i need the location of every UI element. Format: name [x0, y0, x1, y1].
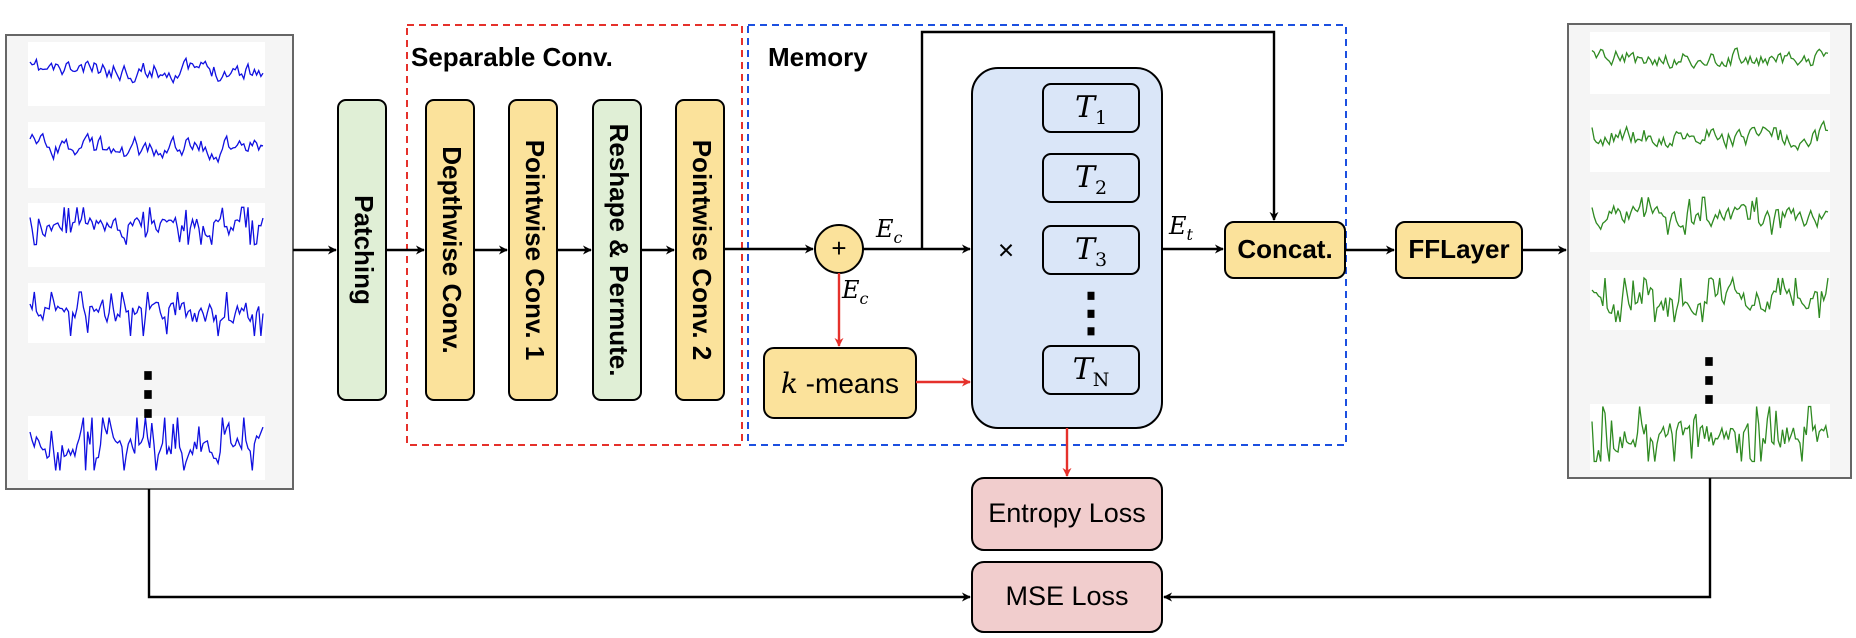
token-ellipsis: ⋮ [1065, 284, 1117, 342]
output-series-bg-3 [1590, 190, 1830, 252]
output-series-line-2 [1591, 119, 1829, 152]
output-series-line-3 [1591, 196, 1829, 235]
ec-label-top: Ec [875, 215, 903, 247]
output-ellipsis: ⋮ [1681, 347, 1737, 410]
depthwise-conv-label: Depthwise Conv. [437, 146, 467, 354]
input-series-bg-1 [28, 42, 265, 106]
token-label-3: T3 [1075, 232, 1107, 271]
red-flow-arrows [834, 273, 1072, 477]
memory-token-1: T1 [1042, 83, 1140, 133]
memory-token-2: T2 [1042, 153, 1140, 203]
input-series-group [28, 42, 265, 480]
memory-token-n: TN [1042, 345, 1140, 395]
input-series-line-2 [29, 132, 264, 164]
output-series-group [1590, 32, 1830, 470]
mse-loss-label: MSE Loss [1005, 581, 1128, 611]
arrow-output-to-mse [1163, 478, 1712, 602]
token-label-n: TN [1073, 352, 1110, 391]
input-series-line-1 [29, 56, 264, 85]
input-series-line-4 [29, 291, 264, 337]
separable-conv-title: Separable Conv. [411, 42, 613, 72]
input-series-line-3 [29, 206, 264, 246]
token-box-1 [1042, 83, 1140, 133]
kmeans-label: k -means [781, 367, 899, 400]
output-series-bg-2 [1590, 110, 1830, 172]
input-series-bg-2 [28, 122, 265, 188]
output-series-line-1 [1591, 47, 1829, 70]
input-series-bg-4 [28, 283, 265, 343]
separable-conv-container [406, 24, 743, 446]
et-label: Et [1168, 212, 1194, 244]
ec-label-bottom: Ec [841, 276, 869, 308]
output-series-line-4 [1591, 275, 1829, 323]
output-series-line-5 [1591, 405, 1829, 463]
output-series-bg-1 [1590, 32, 1830, 94]
token-box-2 [1042, 153, 1140, 203]
concat-label: Concat. [1237, 234, 1332, 264]
pointwise-conv-1-label: Pointwise Conv. 1 [520, 140, 550, 361]
kmeans-k-symbol: k [781, 367, 798, 400]
add-symbol: + [831, 233, 846, 263]
arrow-input-to-mse [147, 489, 971, 602]
data-flow-arrows [147, 30, 1712, 602]
entropy-loss-block [971, 477, 1163, 551]
input-ellipsis: ⋮ [120, 361, 176, 424]
patching-label: Patching [349, 195, 379, 305]
arrow-skip-to-concat [920, 30, 1279, 249]
kmeans-text: -means [798, 368, 899, 399]
reshape-permute-label: Reshape & Permute. [604, 124, 634, 377]
mse-loss-block [971, 561, 1163, 633]
token-label-2: T2 [1075, 160, 1107, 199]
token-box-3 [1042, 225, 1140, 275]
output-series-bg-4 [1590, 270, 1830, 330]
memory-title: Memory [768, 42, 868, 72]
memory-token-3: T3 [1042, 225, 1140, 275]
input-series-line-5 [29, 417, 264, 471]
token-label-1: T1 [1075, 90, 1107, 129]
fflayer-label: FFLayer [1408, 234, 1509, 264]
pointwise-conv-2-label: Pointwise Conv. 2 [687, 140, 717, 361]
multiply-symbol: × [998, 234, 1014, 265]
entropy-loss-label: Entropy Loss [988, 498, 1146, 528]
token-box-n [1042, 345, 1140, 395]
